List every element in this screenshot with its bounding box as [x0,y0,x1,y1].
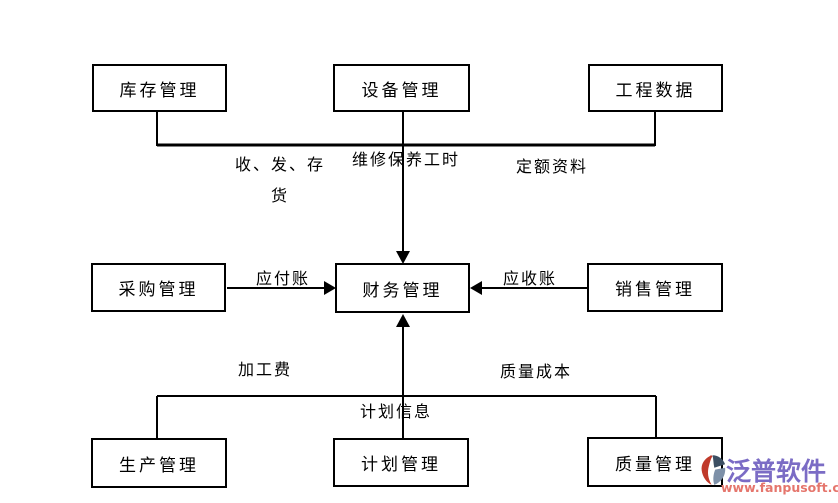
edge-label-quality-cost: 质量成本 [500,364,573,381]
edge-label-maintenance-hours: 维修保养工时 [352,152,461,169]
node-inventory-management: 库存管理 [92,64,227,112]
edge-label-accounts-receivable: 应收账 [503,271,558,288]
node-equipment-management: 设备管理 [333,64,470,112]
edge-label-processing-fee: 加工费 [238,362,293,379]
edge-label-inventory-flow-line2: 货 [270,188,289,205]
fanpu-watermark: 泛普软件 www.fanpusoft.com [697,452,838,500]
arrowhead-left-into-finance [470,281,482,295]
arrowhead-right-into-finance [324,281,336,295]
node-purchasing-management: 采购管理 [91,263,226,312]
edge-label-accounts-payable: 应付账 [256,271,311,288]
arrowhead-up-into-finance [396,314,410,327]
fanpu-logo-icon [701,455,726,485]
fanpu-url-text: www.fanpusoft.com [721,480,838,495]
node-sales-management: 销售管理 [587,263,723,312]
node-engineering-data: 工程数据 [588,64,723,112]
edge-label-inventory-flow: 收、发、存 货 [228,151,332,206]
arrowhead-down-into-finance [396,251,410,264]
fanpu-brand-text: 泛普软件 [726,457,827,486]
edge-label-quota-data: 定额资料 [516,159,589,176]
edge-label-inventory-flow-line1: 收、发、存 [234,157,325,174]
node-production-management: 生产管理 [91,438,227,488]
node-finance-management: 财务管理 [335,263,470,313]
edge-label-plan-info: 计划信息 [360,404,433,421]
node-planning-management: 计划管理 [333,438,469,487]
